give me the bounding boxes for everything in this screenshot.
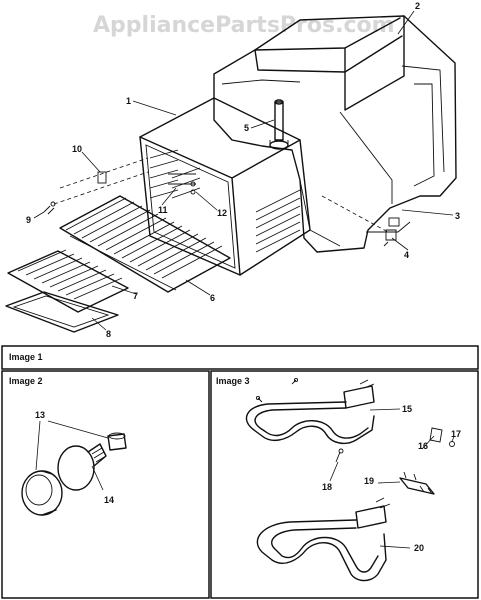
- callout-4: 4: [404, 250, 409, 260]
- part-15-broil-element: [245, 377, 375, 445]
- callout-5: 5: [244, 123, 249, 133]
- watermark: AppliancePartsPros.com: [93, 13, 395, 38]
- callout-15: 15: [402, 404, 412, 414]
- leader-lines-image3: [329, 408, 455, 549]
- part-11-12-fasteners: [168, 173, 196, 195]
- part-6-oven-rack: [59, 195, 231, 293]
- caption-image1: Image 1: [9, 352, 43, 362]
- part-9-screw: [43, 171, 149, 215]
- callout-2: 2: [415, 1, 420, 11]
- part-13-lamp-lens: [21, 470, 63, 516]
- callouts-image3: 15 16 17 18 19 20: [322, 404, 461, 553]
- callout-10: 10: [72, 144, 82, 154]
- part-10-clip: [59, 157, 149, 189]
- caption-image2: Image 2: [9, 376, 43, 386]
- callout-17: 17: [451, 429, 461, 439]
- part-18-screw: [335, 448, 344, 463]
- panel-frames: [1, 345, 479, 599]
- callout-16: 16: [418, 441, 428, 451]
- callout-18: 18: [322, 482, 332, 492]
- callout-6: 6: [210, 293, 215, 303]
- part-14-light-bulb: [57, 443, 107, 491]
- callout-13: 13: [35, 410, 45, 420]
- callout-8: 8: [106, 329, 111, 339]
- caption-image3: Image 3: [216, 376, 250, 386]
- callout-9: 9: [26, 215, 31, 225]
- part-3-back-wrap: [366, 217, 411, 233]
- image1-exploded-view: [5, 15, 457, 333]
- callout-3: 3: [455, 211, 460, 221]
- leader-lines: [33, 10, 454, 331]
- callout-14: 14: [104, 495, 114, 505]
- part-4-bracket: [321, 195, 397, 247]
- callout-20: 20: [414, 543, 424, 553]
- part-20-bake-element: [256, 497, 391, 582]
- callout-12: 12: [217, 208, 227, 218]
- part-13-socket: [107, 432, 127, 451]
- leader-lines-image2: [35, 420, 109, 491]
- part-19-terminal-block: [399, 471, 435, 495]
- callout-7: 7: [133, 291, 138, 301]
- part-17-screw: [449, 441, 455, 447]
- part-1-oven-cavity: [139, 97, 311, 276]
- image2-lamp-assembly: [21, 432, 127, 516]
- callouts-image1: 1 2 3 4 5 6 7 8 9 10 11 12: [26, 1, 460, 339]
- callout-19: 19: [364, 476, 374, 486]
- part-2-insulation-wrap: [213, 15, 457, 253]
- part-5-vent-tube: [269, 99, 289, 150]
- image3-heating-elements: [245, 377, 455, 582]
- callout-1: 1: [126, 96, 131, 106]
- part-16-bracket: [429, 427, 443, 443]
- part-8-broiler-pan: [5, 291, 119, 333]
- callout-11: 11: [158, 205, 168, 215]
